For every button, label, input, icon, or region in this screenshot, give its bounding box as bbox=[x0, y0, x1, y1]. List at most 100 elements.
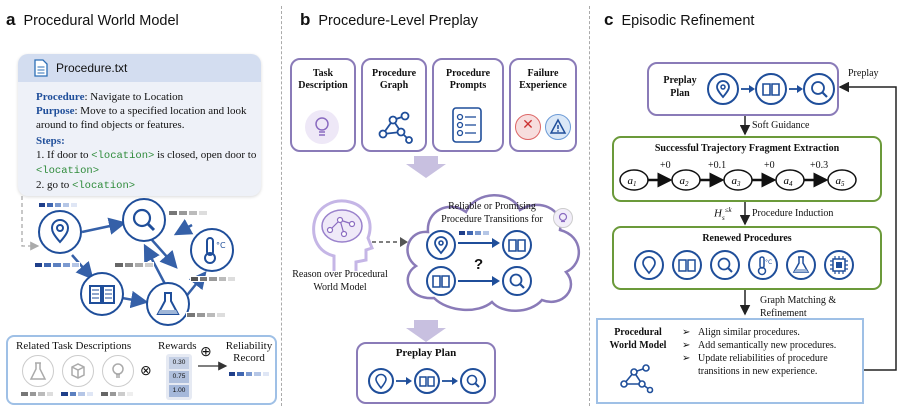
arrow-icon bbox=[458, 238, 500, 248]
book-icon bbox=[419, 376, 435, 387]
reward-label: +0 bbox=[660, 160, 671, 171]
pwm-title: Procedural World Model bbox=[609, 327, 667, 351]
book-node bbox=[414, 368, 440, 394]
history-label: Hs≤k bbox=[714, 206, 732, 222]
procedure-text: Procedure: Navigate to Location Purpose:… bbox=[36, 91, 257, 192]
thermometer-node: °C bbox=[190, 228, 234, 272]
reliability-bar bbox=[34, 262, 81, 268]
warning-icon bbox=[545, 114, 571, 140]
question-mark: ? bbox=[474, 256, 484, 273]
procedure-prompts-card: Procedure Prompts bbox=[432, 58, 504, 152]
task-description-card: Task Description bbox=[290, 58, 356, 152]
error-icon: ✕ bbox=[515, 114, 541, 140]
flask-icon bbox=[29, 362, 47, 380]
cloud-text: Reliable or Promising Procedure Transiti… bbox=[441, 201, 543, 225]
down-arrow bbox=[406, 156, 446, 178]
procedure-graph-card: Procedure Graph bbox=[361, 58, 427, 152]
preplay-plan-label: Preplay Plan bbox=[395, 347, 457, 359]
book-node bbox=[502, 230, 532, 260]
reliability-bar bbox=[38, 202, 78, 208]
thermometer-icon: °C bbox=[204, 237, 226, 264]
task-circle bbox=[102, 355, 134, 387]
flask-icon bbox=[792, 256, 810, 273]
down-arrow bbox=[406, 320, 446, 342]
chip-node bbox=[824, 250, 854, 280]
location-pin-icon bbox=[50, 219, 70, 244]
divider bbox=[589, 6, 590, 406]
file-icon bbox=[34, 59, 48, 77]
book-icon bbox=[678, 259, 696, 272]
rewards-label: Rewards bbox=[158, 340, 197, 352]
pwm-box: Procedural World Model ➢Align similar pr… bbox=[596, 318, 864, 404]
divider bbox=[281, 6, 282, 406]
svg-text:a1: a1 bbox=[628, 175, 637, 188]
preplay-loop-label: Preplay bbox=[848, 68, 879, 79]
book-node bbox=[426, 266, 456, 296]
location-pin-icon bbox=[375, 373, 387, 390]
task-circle bbox=[22, 355, 54, 387]
search-node bbox=[460, 368, 486, 394]
svg-text:a4: a4 bbox=[784, 175, 794, 188]
reward-column: 0.30 0.75 1.00 bbox=[166, 354, 192, 400]
times-icon: ⊗ bbox=[140, 362, 152, 378]
preplay-plan-card-c: Preplay Plan bbox=[647, 62, 839, 116]
lightbulb-icon bbox=[315, 117, 329, 136]
soft-guidance-label: Soft Guidance bbox=[752, 120, 810, 131]
lightbulb-icon bbox=[553, 208, 573, 228]
book-node bbox=[80, 272, 124, 316]
failure-experience-card: Failure Experience ✕ bbox=[509, 58, 577, 152]
graph-icon bbox=[378, 111, 413, 144]
brain-head-icon bbox=[312, 199, 374, 271]
reliability-bar bbox=[190, 276, 237, 282]
reason-label: Reason over Procedural World Model bbox=[292, 269, 388, 293]
arrow-icon bbox=[458, 276, 500, 286]
graph-icon bbox=[620, 364, 654, 394]
procedure-induction-label: Procedure Induction bbox=[752, 208, 834, 219]
svg-text:a3: a3 bbox=[732, 175, 742, 188]
location-node bbox=[368, 368, 394, 394]
location-node bbox=[426, 230, 456, 260]
lightbulb-icon bbox=[112, 363, 124, 378]
svg-text:°C: °C bbox=[765, 259, 772, 266]
arrow-icon bbox=[198, 361, 228, 371]
flask-icon bbox=[156, 292, 180, 315]
svg-text:°C: °C bbox=[216, 241, 226, 250]
book-node bbox=[755, 73, 787, 105]
related-task-label: Related Task Descriptions bbox=[16, 340, 132, 352]
flask-node bbox=[786, 250, 816, 280]
plus-icon: ⊕ bbox=[200, 343, 212, 359]
thermometer-node: °C bbox=[748, 250, 778, 280]
preplay-plan-card: Preplay Plan bbox=[356, 342, 496, 404]
search-icon bbox=[811, 81, 828, 98]
reliability-bar bbox=[114, 262, 154, 268]
procedure-file-card: Procedure.txt Procedure: Navigate to Loc… bbox=[18, 54, 261, 196]
book-icon bbox=[508, 239, 526, 252]
search-icon bbox=[466, 374, 480, 388]
search-node bbox=[502, 266, 532, 296]
search-icon bbox=[132, 208, 156, 232]
location-node bbox=[38, 210, 82, 254]
renewed-title: Renewed Procedures bbox=[702, 233, 792, 244]
svg-text:a5: a5 bbox=[836, 175, 846, 188]
reward-value: 0.30 bbox=[169, 357, 189, 369]
search-icon bbox=[717, 257, 733, 273]
search-node bbox=[122, 198, 166, 242]
location-node bbox=[634, 250, 664, 280]
book-icon bbox=[89, 285, 115, 304]
book-icon bbox=[762, 83, 780, 96]
cube-icon bbox=[71, 363, 85, 379]
renewed-procedures-box: Renewed Procedures °C bbox=[612, 226, 882, 290]
fragment-title: Successful Trajectory Fragment Extractio… bbox=[654, 143, 840, 154]
reliability-record-label: Reliability Record bbox=[225, 340, 273, 364]
svg-text:a2: a2 bbox=[680, 175, 690, 188]
reward-value: 0.75 bbox=[169, 371, 189, 383]
fragment-extraction-box: Successful Trajectory Fragment Extractio… bbox=[612, 136, 882, 202]
search-node bbox=[803, 73, 835, 105]
reward-label: +0.1 bbox=[708, 160, 727, 171]
reliability-box: Related Task Descriptions Rewards Reliab… bbox=[6, 335, 277, 405]
reliability-bar bbox=[186, 312, 226, 318]
search-icon bbox=[509, 273, 525, 289]
